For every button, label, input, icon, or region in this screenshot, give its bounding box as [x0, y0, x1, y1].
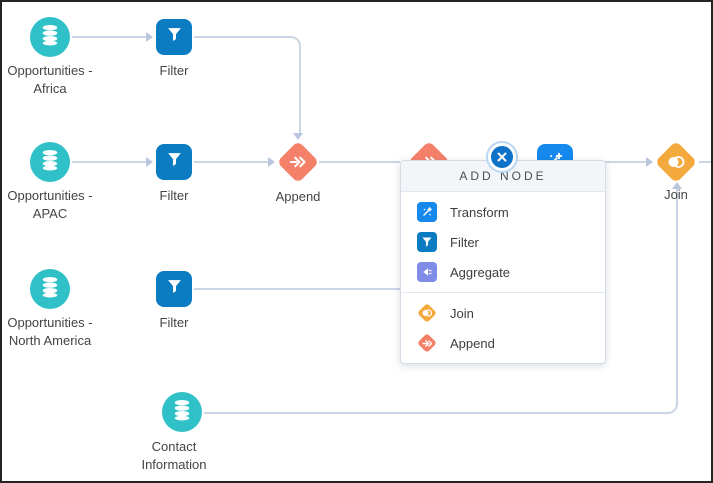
node-label: Filter — [99, 62, 249, 80]
label-line: Opportunities - — [7, 63, 93, 78]
connector-filter-append-elbow — [194, 36, 301, 134]
menu-item-join[interactable]: Join — [401, 298, 605, 328]
label-line: Filter — [159, 188, 189, 203]
node-dataset-opportunities-apac[interactable] — [30, 142, 70, 182]
menu-item-label: Transform — [450, 204, 509, 220]
node-label: Opportunities - Africa — [2, 62, 125, 98]
label-line: North America — [8, 333, 92, 348]
database-icon — [40, 276, 60, 303]
popup-header: ADD NODE — [401, 161, 605, 192]
node-filter-north-america[interactable] — [156, 271, 192, 307]
label-line: Filter — [159, 63, 189, 78]
arrowhead — [146, 157, 153, 167]
menu-item-append[interactable]: Append — [401, 328, 605, 358]
menu-divider — [401, 292, 605, 293]
node-label: Filter — [99, 187, 249, 205]
node-dataset-opportunities-north-america[interactable] — [30, 269, 70, 309]
join-icon — [666, 154, 686, 170]
filter-icon — [166, 278, 183, 300]
node-append[interactable] — [276, 140, 320, 184]
join-icon — [417, 303, 437, 323]
node-dataset-opportunities-africa[interactable] — [30, 17, 70, 57]
append-icon — [417, 333, 437, 353]
node-join[interactable] — [654, 140, 698, 184]
popup-menu-group-combine: Join Append — [401, 293, 605, 363]
menu-item-filter[interactable]: Filter — [401, 227, 605, 257]
menu-item-label: Aggregate — [450, 264, 510, 280]
filter-icon — [166, 151, 183, 173]
label-line: Contact — [151, 439, 197, 454]
database-icon — [40, 149, 60, 176]
arrowhead — [268, 157, 275, 167]
node-dataset-contact-information[interactable] — [162, 392, 202, 432]
node-label: Append — [223, 188, 373, 206]
arrowhead — [293, 133, 303, 140]
label-line: Information — [141, 457, 207, 472]
connector-join-out — [699, 161, 711, 163]
label-line: APAC — [32, 206, 68, 221]
menu-item-label: Join — [450, 305, 474, 321]
node-filter-apac[interactable] — [156, 144, 192, 180]
aggregate-icon — [417, 262, 437, 282]
popup-menu-group-transforms: Transform Filter Aggregate — [401, 192, 605, 292]
add-node-popup: ADD NODE Transform Filter — [400, 160, 606, 364]
filter-icon — [417, 232, 437, 252]
menu-item-transform[interactable]: Transform — [401, 197, 605, 227]
node-label: Filter — [99, 314, 249, 332]
label-line: Africa — [33, 81, 67, 96]
x-icon — [497, 152, 507, 162]
connector-nafilter-hidden — [194, 288, 401, 290]
database-icon — [40, 24, 60, 51]
transform-icon — [417, 202, 437, 222]
node-filter-africa[interactable] — [156, 19, 192, 55]
append-icon — [289, 153, 307, 171]
arrowhead — [672, 182, 682, 189]
filter-icon — [166, 26, 183, 48]
menu-item-label: Filter — [450, 234, 479, 250]
arrowhead — [146, 32, 153, 42]
menu-item-aggregate[interactable]: Aggregate — [401, 257, 605, 287]
node-label: Join — [601, 186, 711, 204]
connector-africa-filter — [72, 36, 146, 38]
connector-append-hidden — [319, 161, 400, 163]
database-icon — [172, 399, 192, 426]
label-line: Join — [664, 187, 688, 202]
connector-contact-join-elbow — [204, 188, 678, 414]
menu-item-label: Append — [450, 335, 495, 351]
label-line: Append — [275, 189, 321, 204]
node-label: Opportunities - North America — [2, 314, 125, 350]
close-popup-button[interactable] — [488, 143, 516, 171]
arrowhead — [646, 157, 653, 167]
label-line: Opportunities - — [7, 315, 93, 330]
connector-filter-append — [194, 161, 268, 163]
label-line: Opportunities - — [7, 188, 93, 203]
label-line: Filter — [159, 315, 189, 330]
node-label: Contact Information — [99, 438, 249, 474]
connector-apac-filter — [72, 161, 146, 163]
popup-title: ADD NODE — [459, 169, 547, 183]
node-label: Opportunities - APAC — [2, 187, 125, 223]
